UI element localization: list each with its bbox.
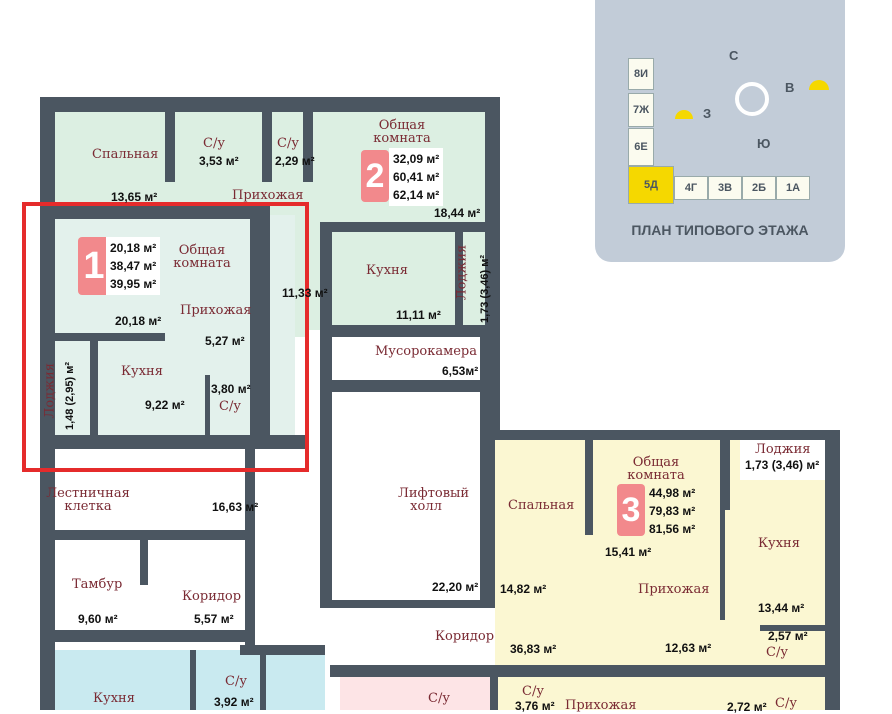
apt2-bath2-area: 2,29 м² bbox=[275, 154, 315, 168]
apt2-living-area: 18,44 м² bbox=[434, 206, 481, 220]
apt3-kitchen-area: 13,44 м² bbox=[758, 601, 805, 615]
apt3-living-area: 15,41 м² bbox=[605, 545, 652, 559]
apt3-living-label: Общая комната bbox=[627, 455, 685, 483]
apt2-bedroom-area: 13,65 м² bbox=[111, 190, 158, 204]
section-1a[interactable]: 1А bbox=[776, 176, 810, 200]
apt2-hall-area: 11,33 м² bbox=[282, 286, 328, 300]
apt2-bedroom-label: Спальная bbox=[92, 147, 159, 162]
apt3-bath-area: 2,57 м² bbox=[768, 629, 808, 643]
bottom-bath-label: С/у bbox=[225, 674, 247, 689]
bottom-kitchen-label: Кухня bbox=[93, 691, 135, 706]
apt1-total: 38,47 м² bbox=[110, 259, 157, 273]
apt2-kitchen-label: Кухня bbox=[366, 263, 408, 278]
lift-hall-label: Лифтовый холл bbox=[398, 486, 470, 514]
apt3-stats: 44,98 м² 79,83 м² 81,56 м² bbox=[645, 482, 699, 540]
apt2-stats: 32,09 м² 60,41 м² 62,14 м² bbox=[389, 148, 444, 206]
apt3-hall-label: Прихожая bbox=[638, 582, 710, 597]
bottom-bath-area: 3,92 м² bbox=[214, 695, 254, 709]
stairwell-label: Лестничная клетка bbox=[46, 486, 130, 514]
apt2-total: 60,41 м² bbox=[393, 170, 440, 184]
apt3-bath-label: С/у bbox=[766, 645, 788, 660]
section-4g[interactable]: 4Г bbox=[674, 176, 708, 200]
apt1-living-label: Общая комната bbox=[173, 243, 231, 271]
apt1-kitchen-area: 9,22 м² bbox=[145, 398, 185, 412]
apt1-number-badge: 1 bbox=[78, 237, 110, 295]
stairwell-area: 16,63 м² bbox=[212, 500, 259, 514]
garbage-room-label: Мусорокамера bbox=[375, 344, 477, 359]
apt3-bath2-area: 2,72 м² bbox=[727, 700, 767, 714]
section-5d[interactable]: 5Д bbox=[628, 166, 674, 204]
section-8i[interactable]: 8И bbox=[628, 58, 654, 90]
apt2-bath1-label: С/у bbox=[203, 136, 225, 151]
apt2-bath2-label: С/у bbox=[277, 136, 299, 151]
apt1-hall-area: 5,27 м² bbox=[205, 334, 245, 348]
apt1-stats: 20,18 м² 38,47 м² 39,95 м² bbox=[106, 237, 161, 295]
apt1-bath-area: 3,80 м² bbox=[211, 382, 251, 396]
vestibule-area: 9,60 м² bbox=[78, 612, 118, 626]
selected-apartment-frame bbox=[22, 202, 309, 472]
apt1-bath-label: С/у bbox=[219, 399, 241, 414]
section-7zh[interactable]: 7Ж bbox=[628, 93, 654, 127]
apt2-loggia-label: Лоджия bbox=[454, 244, 470, 301]
bottom-bath2-label: С/у bbox=[522, 684, 544, 699]
apt2-kitchen-area: 11,11 м² bbox=[396, 308, 441, 322]
apt2-number-badge: 2 bbox=[361, 150, 389, 202]
compass-icon bbox=[735, 82, 769, 116]
apt1-total-loggia: 39,95 м² bbox=[110, 277, 157, 291]
apt2-hall-label: Прихожая bbox=[232, 188, 304, 203]
small-corridor-label: Коридор bbox=[182, 589, 242, 604]
apt1-living-total: 20,18 м² bbox=[110, 241, 157, 255]
lift-hall-area-value: 22,20 м² bbox=[432, 580, 479, 594]
section-2b[interactable]: 2Б bbox=[742, 176, 776, 200]
apt3-kitchen-label: Кухня bbox=[758, 536, 800, 551]
vestibule-label: Тамбур bbox=[72, 577, 123, 592]
apt3-bath2-label: С/у bbox=[775, 696, 797, 711]
orientation-panel: 8И 7Ж 6Е 5Д 4Г 3В 2Б 1А С В Ю З ПЛАН ТИП… bbox=[595, 0, 845, 262]
apt3-total: 79,83 м² bbox=[649, 504, 696, 518]
apt1-hall-label: Прихожая bbox=[180, 303, 252, 318]
apt3-number-badge: 3 bbox=[617, 484, 645, 536]
apt3-hall-area: 12,63 м² bbox=[665, 641, 712, 655]
compass-north: С bbox=[729, 48, 739, 63]
bottom-pink-bath-label: С/у bbox=[428, 691, 450, 706]
apt2-bath1-area: 3,53 м² bbox=[199, 154, 239, 168]
apt1-living-area: 20,18 м² bbox=[115, 314, 162, 328]
compass-south: Ю bbox=[757, 136, 771, 151]
apt1-kitchen-label: Кухня bbox=[121, 364, 163, 379]
apt3-loggia-label: Лоджия bbox=[755, 442, 811, 457]
apt3-total-loggia: 81,56 м² bbox=[649, 522, 696, 536]
lift-hall-area bbox=[305, 330, 495, 610]
bottom-hall-label: Прихожая bbox=[565, 698, 637, 713]
section-6e[interactable]: 6Е bbox=[628, 128, 654, 166]
apt2-living-label: Общая комната bbox=[373, 118, 431, 146]
bottom-bath2-area: 3,76 м² bbox=[515, 699, 555, 713]
compass-west: З bbox=[703, 106, 712, 121]
apt2-loggia-area: 1,73 (3,46) м² bbox=[479, 254, 491, 323]
sunset-icon bbox=[675, 110, 693, 119]
garbage-room-area: 6,53м² bbox=[442, 364, 479, 378]
apt3-bedroom-area: 14,82 м² bbox=[500, 582, 547, 596]
corridor-area: 36,83 м² bbox=[510, 642, 557, 656]
panel-title: ПЛАН ТИПОВОГО ЭТАЖА bbox=[631, 222, 809, 238]
compass-east: В bbox=[785, 80, 795, 95]
apt3-loggia bbox=[740, 440, 825, 480]
apt2-living-total: 32,09 м² bbox=[393, 152, 440, 166]
small-corridor-area: 5,57 м² bbox=[194, 612, 234, 626]
apt3-bedroom-label: Спальная bbox=[508, 498, 575, 513]
apt1-loggia-area: 1,48 (2,95) м² bbox=[64, 361, 76, 430]
corridor-label: Коридор bbox=[435, 629, 495, 644]
apt3-living-total: 44,98 м² bbox=[649, 486, 696, 500]
apt3-loggia-area: 1,73 (3,46) м² bbox=[745, 458, 820, 472]
apt2-total-loggia: 62,14 м² bbox=[393, 188, 440, 202]
sunrise-icon bbox=[809, 80, 829, 90]
section-3v[interactable]: 3В bbox=[708, 176, 742, 200]
apt1-loggia-label: Лоджия bbox=[42, 362, 58, 419]
